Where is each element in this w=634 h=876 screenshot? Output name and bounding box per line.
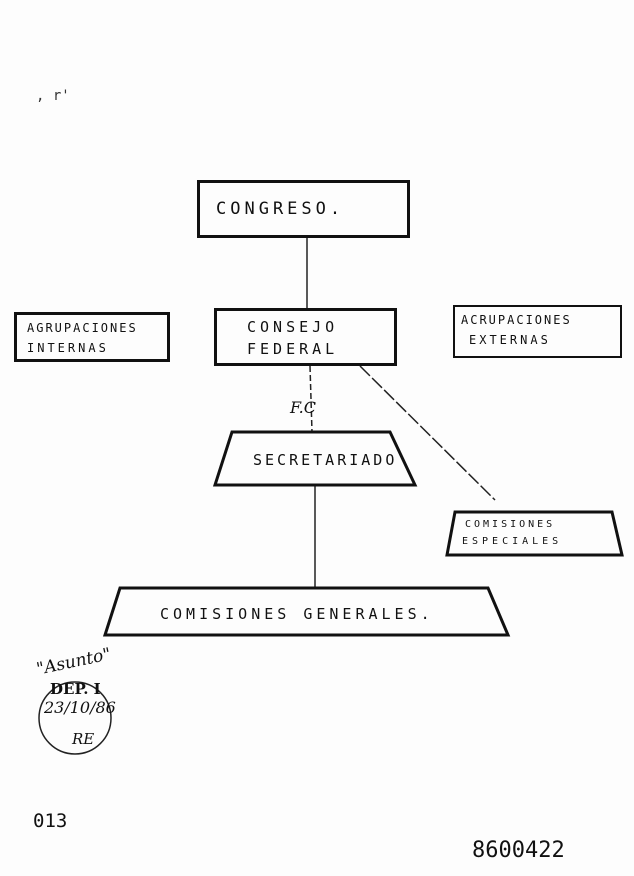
- page-number: 013: [33, 810, 68, 832]
- label-line-1: ACRUPACIONES: [461, 313, 572, 327]
- svg-text:, r': , r': [36, 88, 70, 104]
- node-secretariado-label: SECRETARIADO: [253, 451, 398, 469]
- label-line-1: AGRUPACIONES: [27, 321, 138, 335]
- label-line-2: INTERNAS: [27, 341, 109, 355]
- document-number: 8600422: [472, 838, 565, 863]
- node-comisiones-especiales-line-1: COMISIONES: [465, 519, 556, 530]
- stamp-circle: [38, 681, 112, 755]
- stamp-date: 23/10/86: [44, 698, 116, 717]
- node-comisiones-generales-label: COMISIONES GENERALES.: [160, 605, 434, 623]
- node-agrupaciones-internas: AGRUPACIONES INTERNAS: [14, 312, 170, 362]
- node-comisiones-especiales-line-2: ESPECIALES: [462, 536, 563, 547]
- secretariado-shape: [212, 430, 418, 487]
- node-congreso: CONGRESO.: [197, 180, 410, 238]
- label-line-2: EXTERNAS: [469, 333, 551, 347]
- line-consejo-especiales: [359, 365, 496, 501]
- handwritten-annotation: F.C: [290, 398, 316, 417]
- node-congreso-label: CONGRESO.: [216, 199, 345, 219]
- node-agrupaciones-externas: ACRUPACIONES EXTERNAS: [453, 305, 622, 358]
- label-line-1: CONSEJO: [247, 318, 339, 336]
- stamp-dept: DEP. I: [50, 680, 101, 698]
- comisiones-generales-shape: [102, 586, 511, 637]
- line-consejo-secretariado: [309, 365, 313, 433]
- comisiones-especiales-shape: [445, 510, 624, 557]
- label-line-2: FEDERAL: [247, 340, 339, 358]
- node-consejo-federal: CONSEJO FEDERAL: [214, 308, 397, 366]
- stamp-initials: RE: [72, 730, 95, 748]
